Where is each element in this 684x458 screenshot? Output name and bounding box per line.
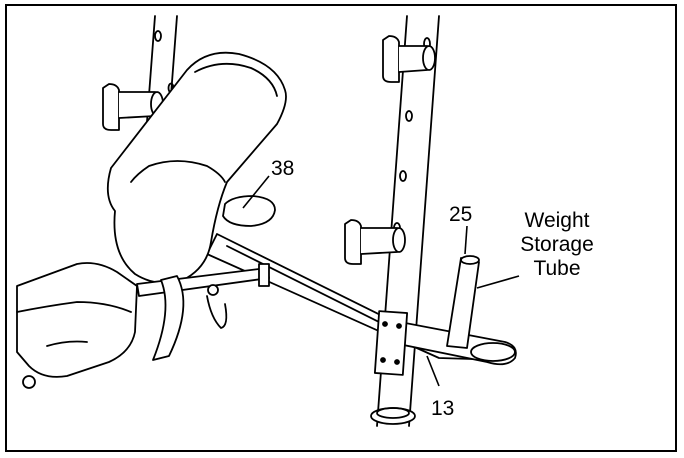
left-weight-horn	[102, 83, 164, 131]
right-lower-weight-horn	[344, 219, 406, 265]
leader-lines	[242, 175, 520, 387]
weight-storage-tube	[446, 255, 480, 349]
bench-assembly-drawing	[16, 15, 517, 427]
callout-weight-line-1: Weight	[524, 209, 590, 232]
adjustment-bracket	[136, 263, 270, 361]
callout-weight-line-2: Storage	[520, 233, 594, 256]
seat-back-pad	[106, 51, 287, 284]
diagram-frame: 38 25 13 Weight Storage Tube	[5, 4, 677, 452]
callout-weight-storage-tube: Weight Storage Tube	[507, 209, 607, 281]
callout-weight-line-3: Tube	[533, 257, 581, 280]
right-top-weight-horn	[382, 35, 436, 83]
foot-pad-38	[222, 195, 276, 227]
seat-pad	[16, 262, 138, 389]
callout-25: 25	[449, 203, 473, 226]
callout-13: 13	[431, 397, 455, 420]
callout-38: 38	[271, 157, 295, 180]
